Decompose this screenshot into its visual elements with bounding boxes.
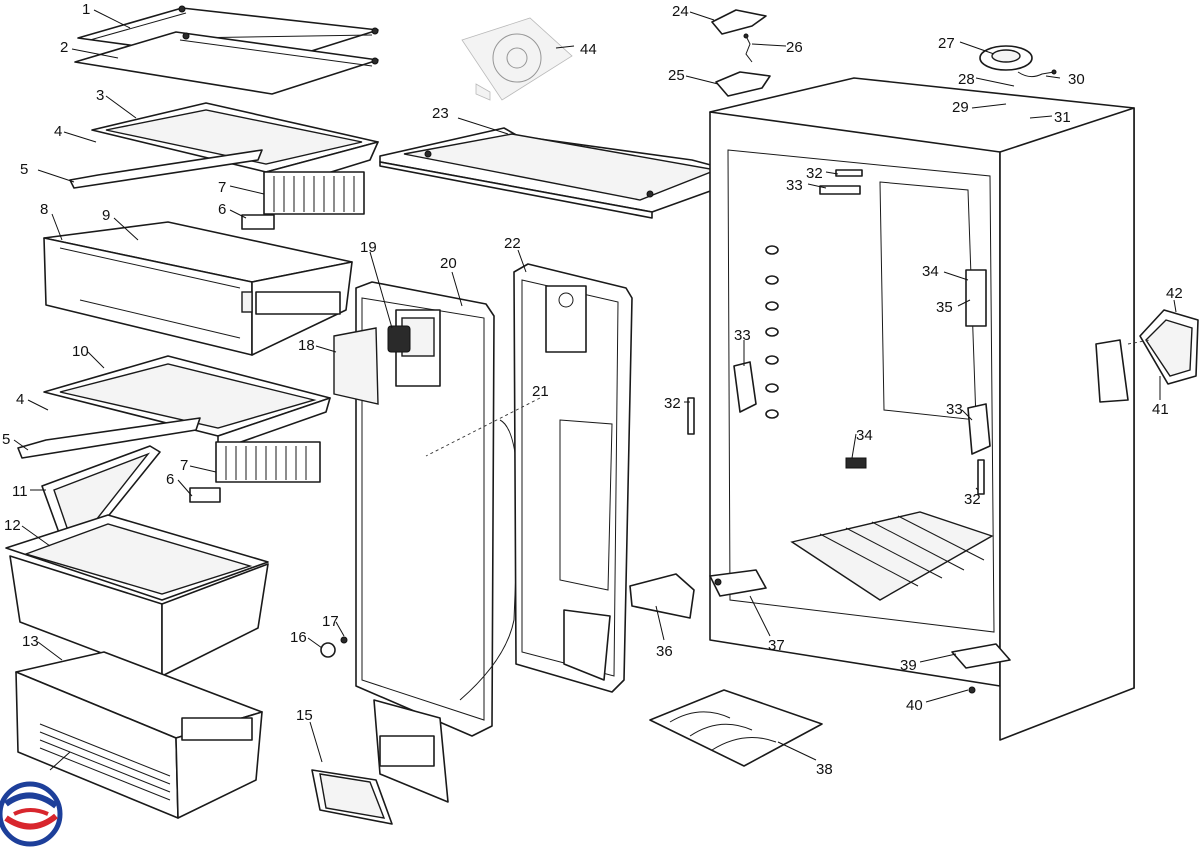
part-hinge-25 [715,71,771,97]
callout-32b: 32 [664,395,681,412]
brand-logo-icon [0,781,63,847]
callout-35: 35 [936,299,953,316]
callout-28: 28 [958,71,975,88]
callout-44: 44 [580,41,597,58]
callout-42: 42 [1166,285,1183,302]
part-control-box-34 [845,269,987,469]
callout-15: 15 [296,707,313,724]
callout-36: 36 [656,643,673,660]
part-door-insert-18 [333,327,379,405]
callout-23: 23 [432,105,449,122]
callout-11: 11 [12,483,28,500]
callout-32c: 32 [964,491,981,508]
callout-32: 32 [806,165,823,182]
part-crisper-drawer [15,651,263,819]
callout-38: 38 [816,761,833,778]
callout-7b: 7 [180,457,188,474]
callout-39: 39 [900,657,917,674]
part-door-inner-panel [355,281,495,737]
part-door-liner-22 [513,263,633,693]
part-cabinet-clips [765,245,779,419]
callout-5b: 5 [2,431,10,448]
callout-34b: 34 [856,427,873,444]
callout-25: 25 [668,67,685,84]
part-wire-26 [743,33,753,63]
callout-37: 37 [768,637,785,654]
callout-7: 7 [218,179,226,196]
part-hinge-cover-24 [711,9,767,35]
callout-24: 24 [672,3,689,20]
part-filter-19 [387,325,411,353]
callout-19: 19 [360,239,377,256]
part-rear-panel-41-43 [1095,309,1199,403]
callout-33b: 33 [734,327,751,344]
part-cabinet [709,77,1135,741]
callout-40: 40 [906,697,923,714]
callout-27: 27 [938,35,955,52]
callout-16: 16 [290,629,307,646]
callout-9: 9 [102,207,110,224]
callout-20: 20 [440,255,457,272]
part-shelf-frame-lower [17,355,331,503]
part-drain-tray-36 [629,573,695,619]
part-crisper-bin [5,514,269,677]
part-door-bin-15 [311,769,393,825]
callout-21: 21 [532,383,549,400]
callout-31: 31 [1054,109,1071,126]
callout-labels: 1 2 3 4 5 7 6 8 9 10 4 5 7 6 11 12 13 15… [2,1,1183,778]
callout-8: 8 [40,201,48,218]
callout-4: 4 [54,123,62,140]
callout-26: 26 [786,39,803,56]
callout-3: 3 [96,87,104,104]
callout-1: 1 [82,1,90,18]
part-top-cover [379,127,753,219]
callout-13: 13 [22,633,39,650]
callout-34: 34 [922,263,939,280]
part-deli-drawer [43,221,353,356]
part-fan-assembly [461,17,573,101]
callout-41: 41 [1152,401,1169,418]
part-wire-28-30 [1017,69,1057,78]
callout-5: 5 [20,161,28,178]
callout-12: 12 [4,517,21,534]
callout-10: 10 [72,343,89,360]
part-door-dispenser-lower [373,699,449,803]
callout-2: 2 [60,39,68,56]
callout-30: 30 [1068,71,1085,88]
callout-33c: 33 [946,401,963,418]
callout-6: 6 [218,201,226,218]
part-light-cover-33 [733,185,991,455]
callout-22: 22 [504,235,521,252]
callout-18: 18 [298,337,315,354]
part-shelf-frame-upper [69,102,379,230]
callout-layer [13,9,1177,771]
callout-29: 29 [952,99,969,116]
callout-6b: 6 [166,471,174,488]
part-lower-hinge-39 [951,643,1011,694]
callout-33: 33 [786,177,803,194]
callout-17: 17 [322,613,339,630]
part-light-strip-32 [687,169,985,495]
part-bottom-hinge-37 [709,569,767,597]
part-glass-shelf-second [74,31,379,95]
part-drip-pan-38 [649,689,823,767]
part-hinge-cover-27 [979,45,1033,71]
callout-4b: 4 [16,391,24,408]
part-door-screw-16-17 [320,636,348,658]
